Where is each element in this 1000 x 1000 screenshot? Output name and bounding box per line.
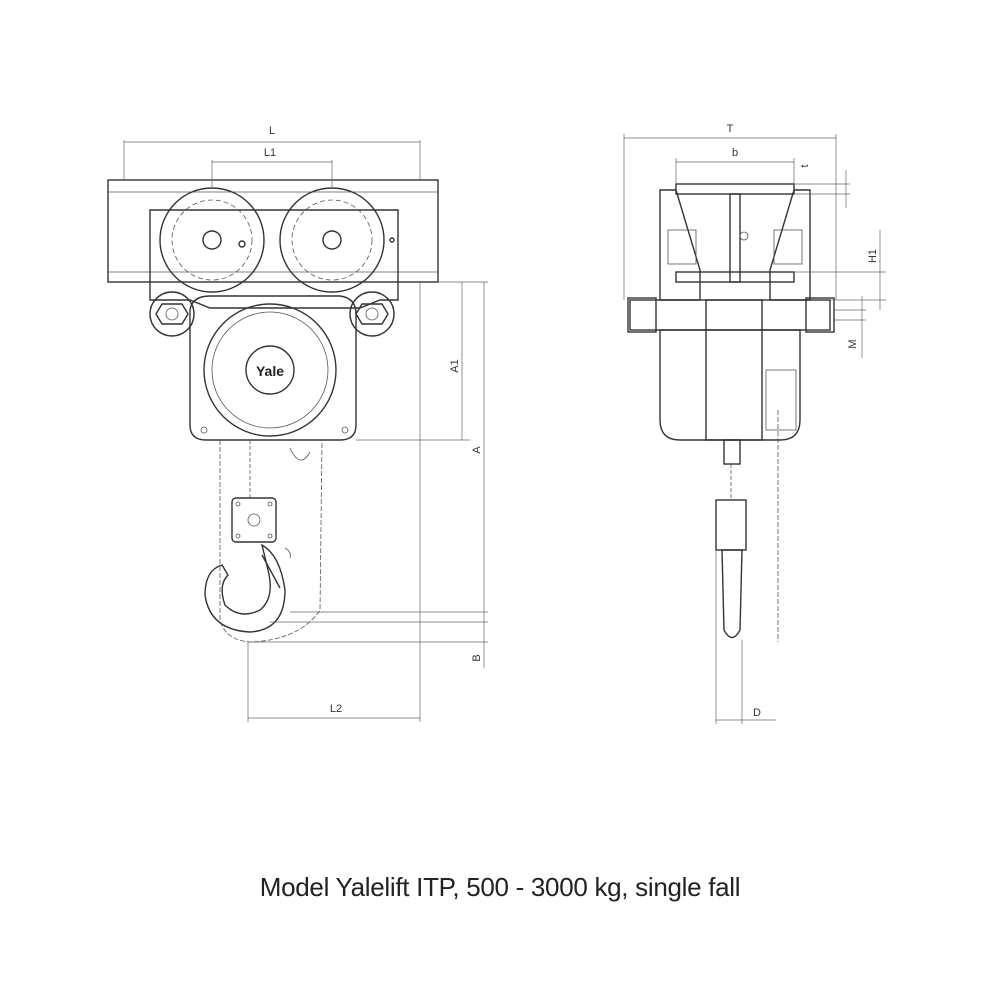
side-plate-right bbox=[769, 189, 811, 301]
side-view bbox=[627, 183, 835, 642]
side-dimensions: T b t H1 M D bbox=[623, 123, 886, 724]
hoist-body bbox=[189, 295, 357, 441]
dim-label-A: A bbox=[471, 446, 483, 454]
beam-outline bbox=[107, 179, 439, 283]
nut-left bbox=[149, 291, 195, 337]
beam-web bbox=[729, 193, 741, 283]
dim-label-D: D bbox=[753, 707, 761, 719]
dim-label-b: b bbox=[732, 147, 738, 159]
figure-caption: Model Yalelift ITP, 500 - 3000 kg, singl… bbox=[259, 872, 741, 902]
dim-label-A1: A1 bbox=[449, 359, 461, 372]
front-dimensions: L L1 A1 A B L2 bbox=[123, 125, 488, 722]
dim-label-M: M bbox=[847, 339, 859, 348]
front-view: Yale bbox=[107, 179, 439, 643]
dim-label-H1: H1 bbox=[867, 249, 879, 263]
load-hook bbox=[204, 543, 286, 633]
trolley-side-plate bbox=[149, 209, 399, 309]
dim-label-t: t bbox=[799, 164, 811, 167]
beam-flange bbox=[675, 183, 795, 195]
trolley-wheel-left bbox=[159, 187, 265, 293]
hook-block-side bbox=[715, 499, 747, 551]
trolley-wheel-right bbox=[279, 187, 385, 293]
hook-block bbox=[231, 497, 277, 543]
dim-label-L: L bbox=[269, 125, 275, 137]
trolley-axle bbox=[629, 299, 831, 331]
dim-label-B: B bbox=[471, 654, 483, 661]
brand-logo: Yale bbox=[256, 363, 284, 379]
dim-label-L2: L2 bbox=[330, 703, 342, 715]
dim-label-T: T bbox=[727, 123, 734, 135]
dim-label-L1: L1 bbox=[264, 147, 276, 159]
hoist-body-side bbox=[659, 329, 801, 441]
brand-badge bbox=[245, 345, 295, 395]
load-hook-side bbox=[721, 549, 743, 639]
hoist-wheel-cover bbox=[203, 303, 337, 437]
side-plate-left bbox=[659, 189, 701, 301]
